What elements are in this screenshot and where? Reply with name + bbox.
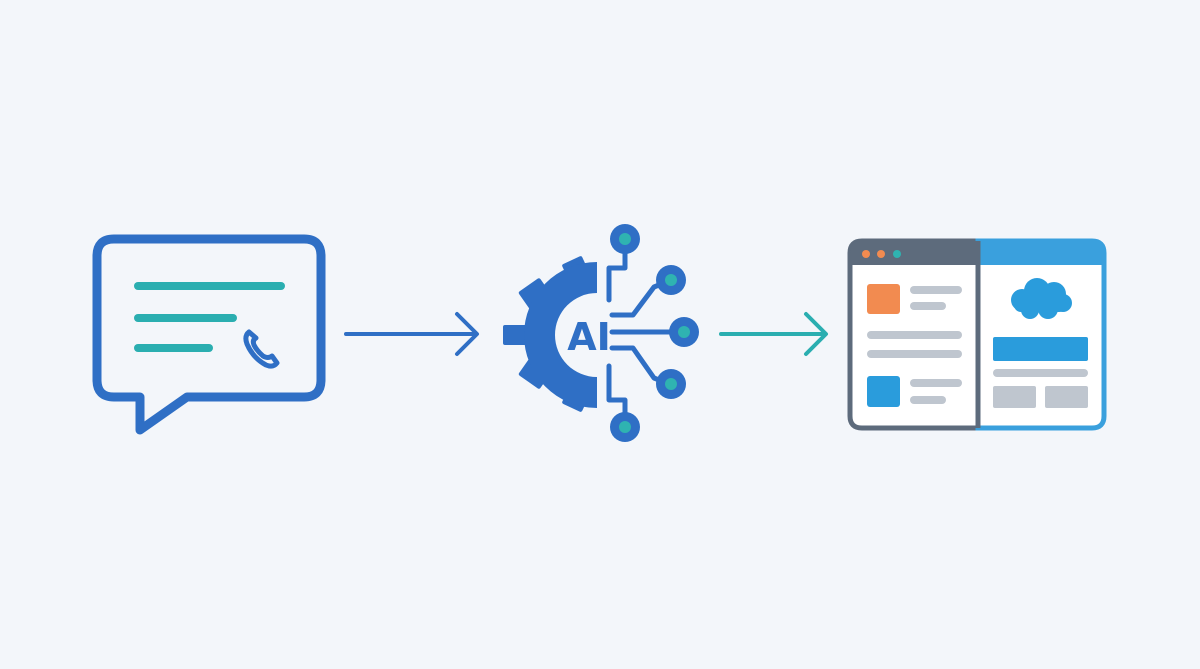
left-bar-6	[910, 396, 946, 404]
window-dot-orange	[877, 250, 885, 258]
ai-label: AI	[567, 315, 611, 359]
highlight-bar	[993, 337, 1088, 361]
circuit-node-top	[610, 224, 640, 254]
circuit-node-middle	[669, 317, 699, 347]
left-bar-4	[867, 350, 962, 358]
left-bar-5	[910, 379, 962, 387]
circuit-node-bottom	[610, 412, 640, 442]
cloud-icon	[1011, 278, 1072, 319]
gear-body	[524, 262, 597, 408]
right-pane-titlebar	[978, 241, 1104, 265]
window-dot-teal	[893, 250, 901, 258]
left-pane-titlebar	[850, 241, 978, 265]
arrow-message-to-ai	[344, 312, 479, 356]
ai-gear-circuit-icon: AI	[503, 224, 699, 442]
circuit-nodes	[610, 224, 699, 442]
circuit-node-upper	[656, 265, 686, 295]
arrow-ai-to-crm	[719, 312, 828, 356]
orange-avatar-tile	[867, 284, 900, 314]
chat-bubble-outline	[92, 234, 326, 435]
chat-bubble-phone-icon	[92, 234, 326, 435]
blue-avatar-tile	[867, 376, 900, 407]
window-dot-red	[862, 250, 870, 258]
left-bar-3	[867, 331, 962, 339]
gray-block-left	[993, 386, 1036, 408]
right-bar-1	[993, 369, 1088, 377]
left-bar-1	[910, 286, 962, 294]
circuit-node-lower	[656, 369, 686, 399]
crm-app-window-icon	[847, 238, 1107, 431]
left-bar-2	[910, 302, 946, 310]
gray-block-right	[1045, 386, 1088, 408]
phone-handset-icon	[243, 329, 280, 369]
